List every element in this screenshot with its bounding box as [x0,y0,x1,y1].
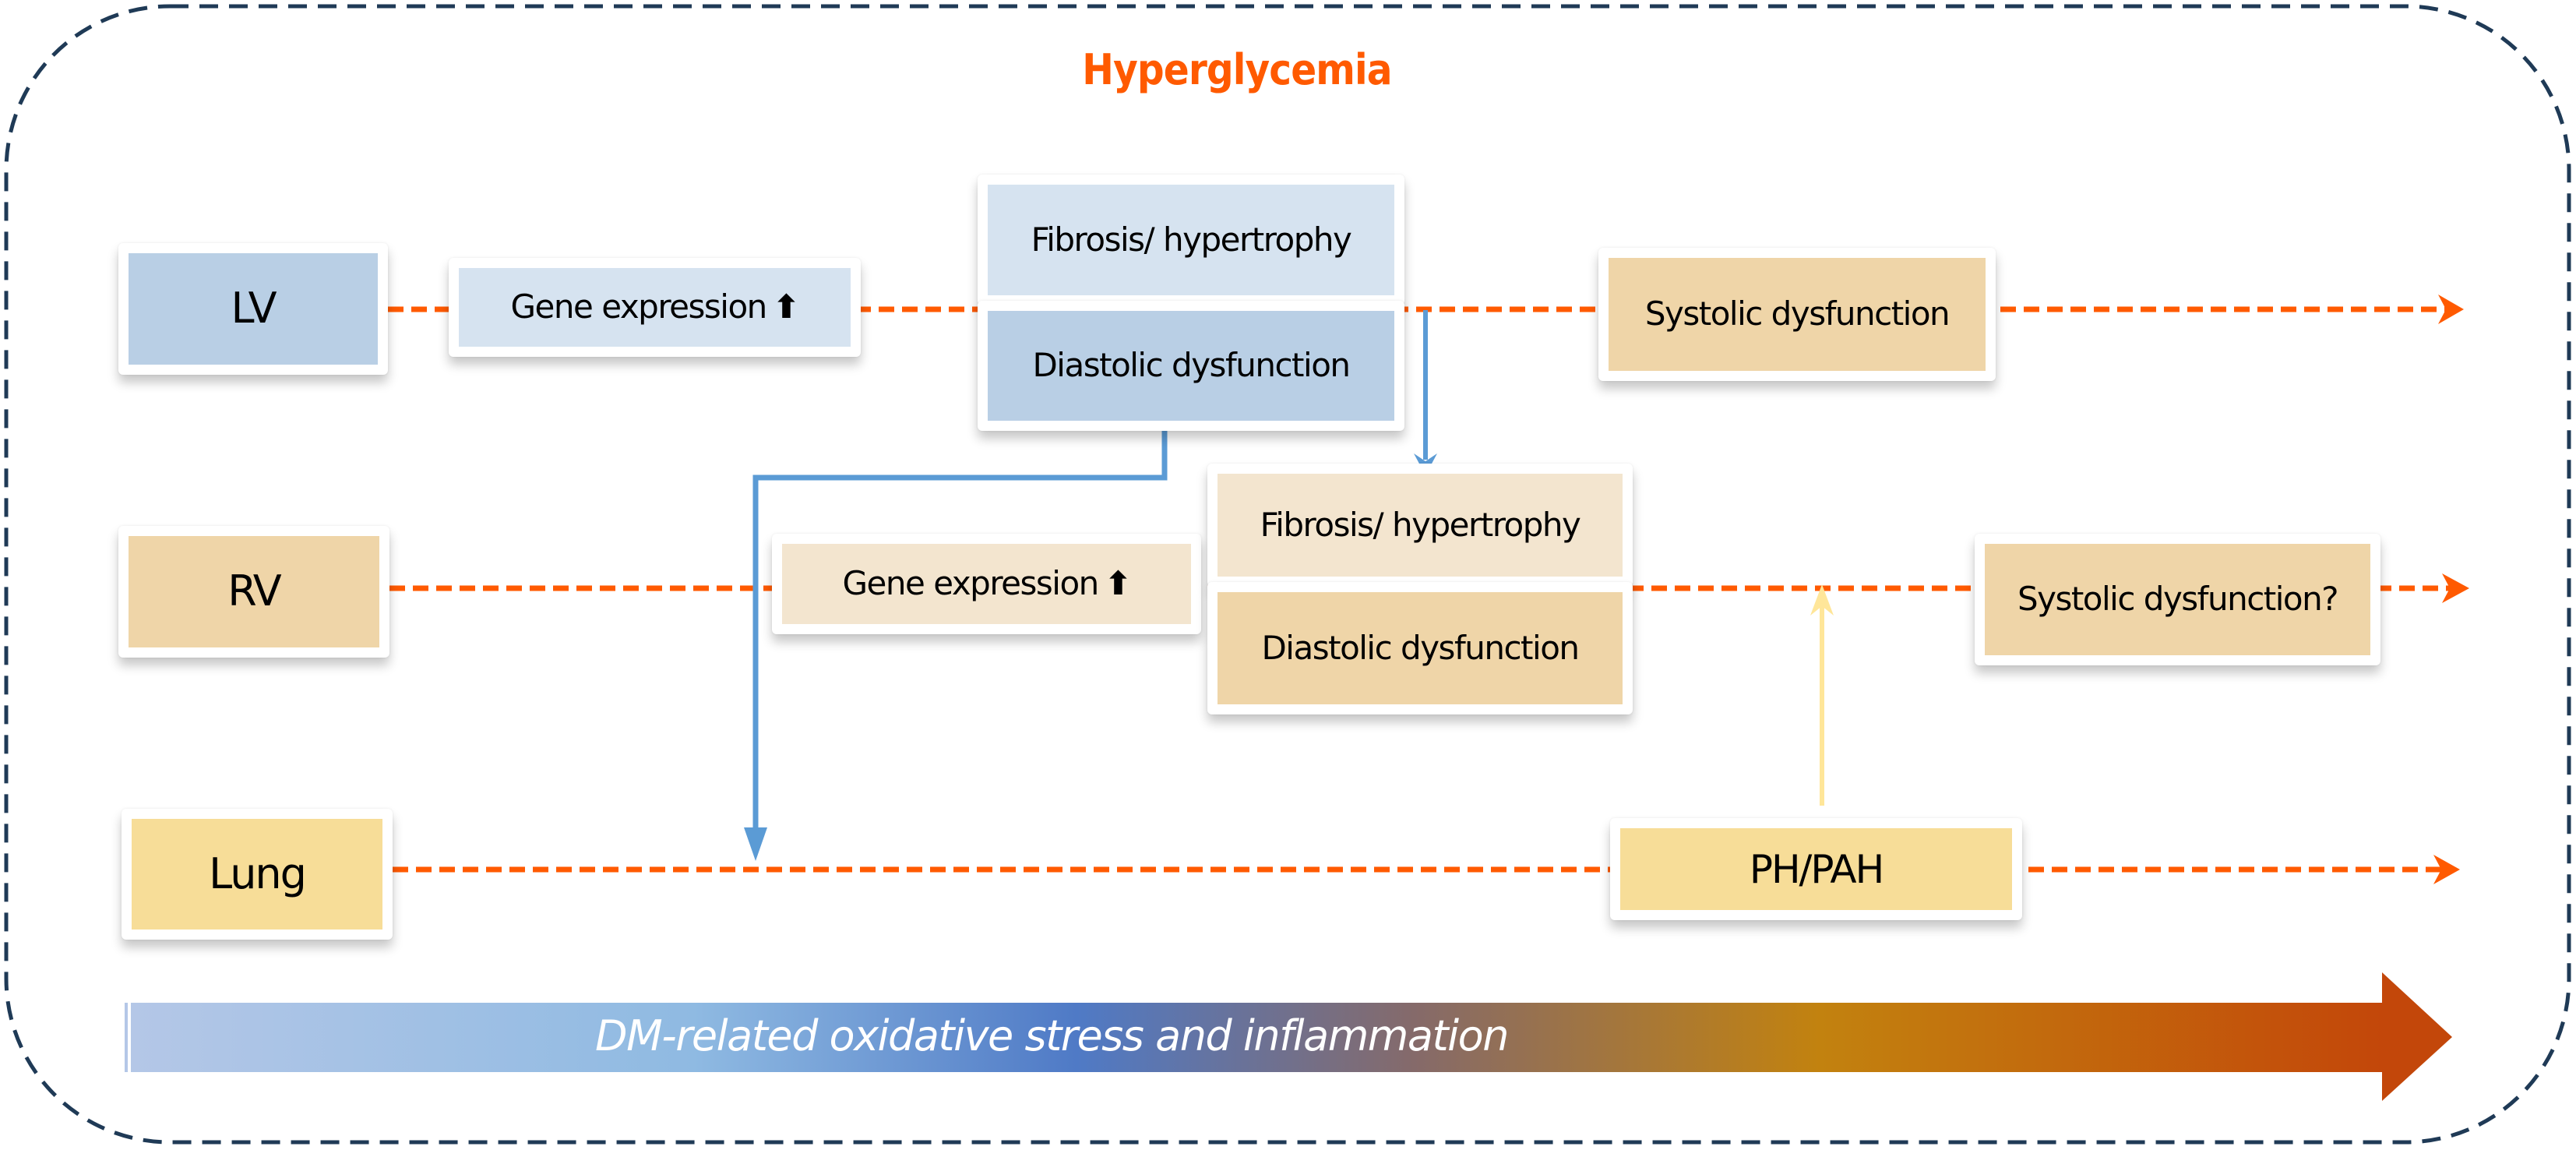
lv-label-box: LV [118,243,388,375]
rv-diastolic-box: Diastolic dysfunction [1207,582,1633,714]
dm-stress-gradient-arrow [125,972,2452,1101]
rv-diastolic-label: Diastolic dysfunction [1218,592,1623,704]
rv-gene-expression-label: Gene expression [842,564,1100,603]
lv-timeline [388,295,2464,324]
rv-fibrosis-label: Fibrosis/ hypertrophy [1218,474,1623,577]
lv-diastolic-box: Diastolic dysfunction [978,301,1404,431]
rv-gene-expression-box: Gene expression ⬆ [772,534,1201,634]
dm-stress-label: DM-related oxidative stress and inflamma… [595,1011,1509,1060]
rv-label: RV [129,536,379,647]
lv-systolic-box: Systolic dysfunction [1598,248,1996,381]
lv-diastolic-to-lung-connector [744,405,1168,861]
lung-timeline-arrowhead [2433,855,2460,884]
up-arrow-icon: ⬆ [772,288,800,326]
lung-label-box: Lung [122,809,393,940]
lv-systolic-label: Systolic dysfunction [1609,258,1986,371]
lung-timeline [393,855,2460,884]
lv-fibrosis-label: Fibrosis/ hypertrophy [988,185,1394,295]
lv-diastolic-label: Diastolic dysfunction [988,311,1394,421]
ph-to-rv-connector [1810,584,1834,806]
lv-to-rv-fibrosis-connector [1414,310,1437,475]
ph-pah-label: PH/PAH [1620,828,2012,910]
up-arrow-icon: ⬆ [1104,564,1132,603]
diagram-title: Hyperglycemia [1082,45,1392,94]
lv-gene-expression-label: Gene expression [510,288,768,326]
rv-label-box: RV [118,526,389,658]
rv-systolic-label: Systolic dysfunction? [1985,544,2370,655]
outer-dashed-frame [4,4,2571,1145]
blue-arrowhead-down [744,827,767,861]
rv-timeline-arrowhead [2442,573,2469,603]
lv-label: LV [129,253,378,365]
ph-pah-box: PH/PAH [1610,818,2022,920]
lv-gene-expression-box: Gene expression ⬆ [449,258,861,357]
lung-label: Lung [132,819,382,930]
rv-fibrosis-box: Fibrosis/ hypertrophy [1207,464,1633,587]
lv-fibrosis-box: Fibrosis/ hypertrophy [978,175,1404,305]
rv-systolic-box: Systolic dysfunction? [1975,534,2380,665]
yellow-arrowhead-up [1810,584,1834,616]
lv-timeline-arrowhead [2438,295,2464,324]
